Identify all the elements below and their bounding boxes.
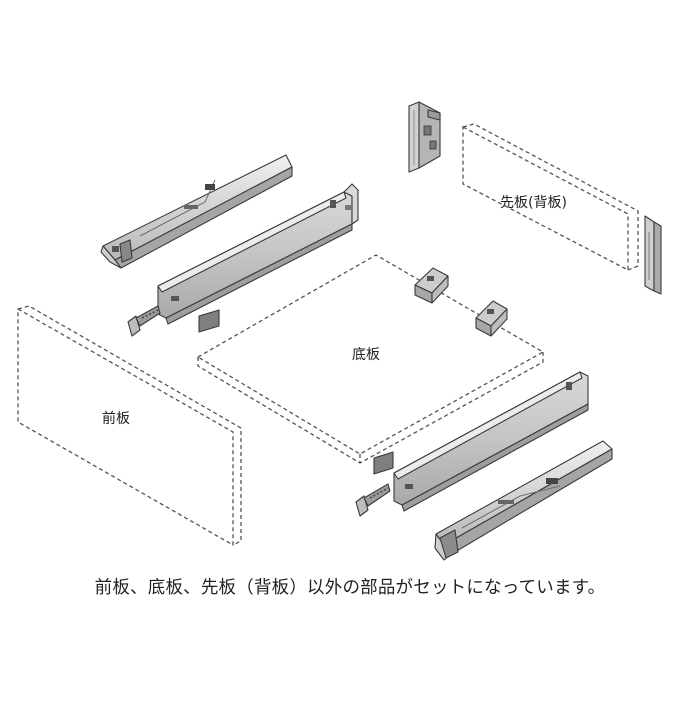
lower-runner-rail (434, 440, 613, 561)
back-bracket-top (408, 101, 441, 173)
lower-drawer-side (393, 371, 589, 512)
front-panel-label: 前板 (102, 411, 130, 427)
lower-front-fixing-bolt (355, 483, 391, 517)
upper-cover-cap (198, 309, 220, 333)
upper-drawer-side (157, 183, 359, 325)
back-panel-outline (462, 123, 639, 272)
upper-runner-rail (100, 154, 293, 269)
bottom-panel-label: 底板 (352, 347, 380, 363)
angle-bracket-right (475, 300, 508, 337)
back-bracket-right (644, 215, 662, 295)
upper-front-fixing-bolt (127, 305, 161, 337)
bottom-panel-outline (196, 254, 545, 464)
lower-cover-cap (373, 451, 394, 475)
back-panel-label: 先板(背板) (500, 195, 567, 211)
parts-caption: 前板、底板、先板（背板）以外の部品がセットになっています。 (94, 578, 606, 598)
angle-bracket-left (414, 267, 449, 304)
front-panel-outline (17, 305, 242, 547)
